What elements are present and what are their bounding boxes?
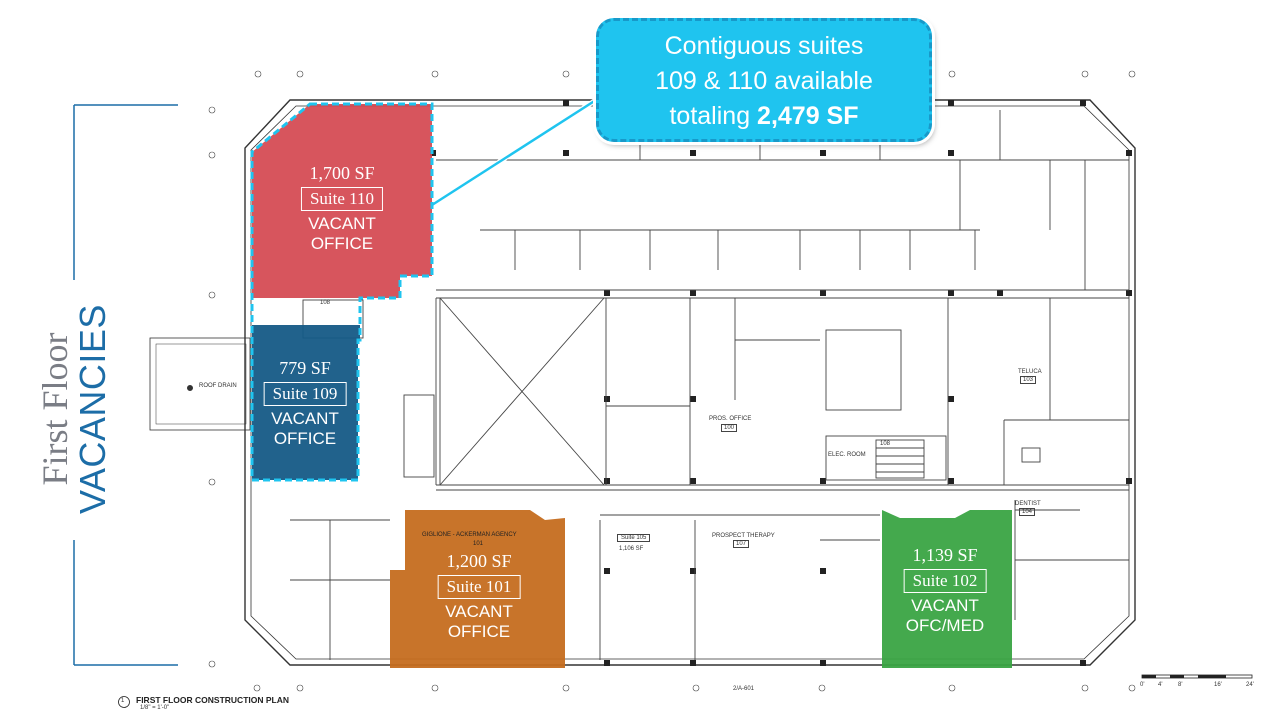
- room-number-dentist: 104: [1019, 508, 1036, 516]
- suite-102-use: OFC/MED: [905, 616, 985, 635]
- room-label-teluca: TELUCA: [1018, 369, 1042, 375]
- scale-bar: [1141, 674, 1253, 679]
- scale-label-24: 24': [1246, 682, 1254, 688]
- scale-label-16: 16': [1214, 682, 1222, 688]
- room-label-dentist: DENTIST: [1015, 501, 1041, 507]
- suite-109-sf: 779 SF: [279, 358, 331, 378]
- room-label-elec: ELEC. ROOM: [828, 452, 866, 458]
- suite-101-status: VACANT: [445, 602, 513, 621]
- callout-prefix: totaling: [669, 102, 758, 130]
- suite-109-use: OFFICE: [273, 429, 337, 448]
- room-number-pros-office: 100: [721, 424, 738, 432]
- room-number-teluca: 103: [1020, 376, 1037, 384]
- room-label-pros-office: PROS. OFFICE: [709, 416, 752, 422]
- suite-110-status: VACANT: [308, 214, 376, 233]
- suite-102-sf: 1,139 SF: [912, 545, 978, 565]
- title-line-vacancies: VACANCIES: [72, 304, 113, 514]
- suite-102-info: 1,139 SF Suite 102 VACANT OFC/MED: [903, 544, 987, 636]
- scale-label-0: 0': [1140, 682, 1145, 688]
- room-label-prospect: PROSPECT THERAPY: [712, 533, 775, 539]
- title-line-floor: First Floor: [35, 332, 75, 486]
- suite-109-label: Suite 109: [263, 382, 347, 406]
- suite-109-area[interactable]: [252, 325, 360, 480]
- plan-title: FIRST FLOOR CONSTRUCTION PLAN: [136, 695, 289, 705]
- suite-102-area[interactable]: [882, 510, 1012, 668]
- callout-total-sf: 2,479 SF: [757, 102, 859, 130]
- callout-connector: [430, 97, 598, 208]
- column-grid: [430, 100, 1132, 666]
- room-sf-suite-105: 1,106 SF: [619, 546, 644, 552]
- suite-101-use: OFFICE: [447, 622, 511, 641]
- scale-label-4: 4': [1158, 682, 1163, 688]
- sheet-ref: 2/A-601: [733, 686, 755, 692]
- suite-110-use: OFFICE: [310, 234, 374, 253]
- suite-102-status: VACANT: [911, 596, 979, 615]
- contiguous-suites-outline: [250, 102, 434, 482]
- suite-102-label: Suite 102: [903, 569, 987, 593]
- page-title: First Floor VACANCIES: [35, 304, 113, 514]
- room-number-giglione: 101: [473, 541, 484, 547]
- contiguous-suites-callout: Contiguous suites 109 & 110 available to…: [596, 18, 932, 142]
- suite-101-label: Suite 101: [437, 575, 521, 599]
- suite-101-info: 1,200 SF Suite 101 VACANT OFFICE: [437, 550, 521, 642]
- room-label-suite-105: Suite 105: [617, 534, 651, 542]
- interior-walls: [290, 110, 1129, 660]
- suite-101-sf: 1,200 SF: [446, 551, 512, 571]
- plan-scale: 1/8" = 1'-0": [140, 705, 170, 711]
- title-bracket: [73, 104, 178, 666]
- scale-label-8: 8': [1178, 682, 1183, 688]
- room-label-roof-drain: ROOF DRAIN: [199, 383, 237, 389]
- suite-110-label: Suite 110: [300, 187, 384, 211]
- stair-label-1: 108: [320, 300, 331, 306]
- suite-109-info: 779 SF Suite 109 VACANT OFFICE: [263, 357, 347, 449]
- callout-line-2: 109 & 110 available: [655, 67, 873, 95]
- stair-label-2: 108: [880, 441, 891, 447]
- suite-101-area[interactable]: [390, 510, 565, 668]
- suite-110-area[interactable]: [252, 104, 432, 298]
- suite-110-info: 1,700 SF Suite 110 VACANT OFFICE: [300, 162, 384, 254]
- callout-line-3: totaling 2,479 SF: [599, 99, 929, 134]
- suite-109-status: VACANT: [271, 409, 339, 428]
- room-label-giglione: GIGLIONE - ACKERMAN AGENCY: [422, 532, 517, 538]
- suite-110-sf: 1,700 SF: [309, 163, 375, 183]
- room-number-prospect: 107: [733, 540, 750, 548]
- callout-line-1: Contiguous suites: [664, 32, 864, 60]
- plan-ref-number: 1: [121, 698, 125, 704]
